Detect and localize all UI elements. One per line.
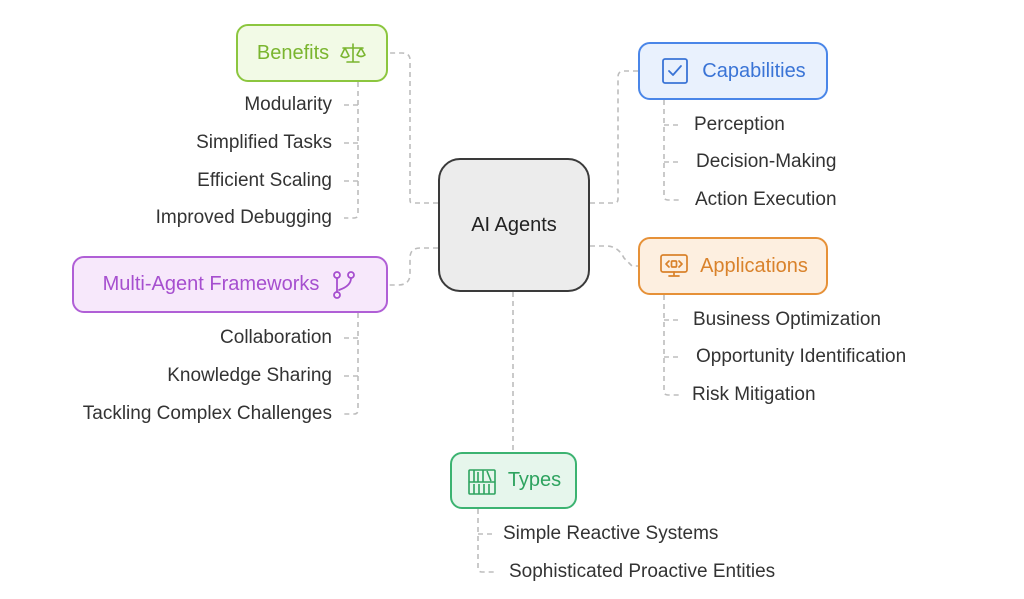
capabilities-item: Perception	[694, 114, 785, 135]
center-node-label: AI Agents	[471, 213, 557, 236]
benefits-item: Efficient Scaling	[197, 170, 332, 191]
applications-title: Applications	[700, 254, 808, 277]
balance-scale-icon	[339, 41, 367, 65]
multi-agent-frameworks-title: Multi-Agent Frameworks	[102, 273, 320, 295]
benefits-item: Modularity	[244, 94, 332, 115]
multi-agent-item: Collaboration	[220, 327, 332, 348]
applications-item: Risk Mitigation	[692, 384, 816, 405]
types-title: Types	[507, 469, 562, 491]
multi-agent-item: Tackling Complex Challenges	[82, 403, 332, 424]
benefits-item: Improved Debugging	[155, 207, 332, 228]
applications-node[interactable]: Applications	[638, 237, 828, 295]
applications-item: Business Optimization	[693, 309, 881, 330]
books-icon	[466, 466, 498, 496]
multi-agent-frameworks-node[interactable]: Multi-Agent Frameworks	[72, 256, 388, 313]
benefits-item: Simplified Tasks	[196, 132, 332, 153]
types-item: Simple Reactive Systems	[503, 523, 719, 544]
center-node[interactable]: AI Agents	[438, 158, 590, 292]
benefits-node[interactable]: Benefits	[236, 24, 388, 82]
checkbox-icon	[660, 56, 690, 86]
capabilities-item: Action Execution	[695, 189, 837, 210]
multi-agent-item: Knowledge Sharing	[167, 365, 332, 386]
applications-item: Opportunity Identification	[696, 346, 907, 367]
capabilities-title: Capabilities	[702, 59, 806, 82]
types-item: Sophisticated Proactive Entities	[509, 561, 776, 582]
types-node[interactable]: Types	[450, 452, 577, 509]
benefits-title: Benefits	[256, 41, 330, 64]
monitor-code-icon	[658, 252, 690, 280]
capabilities-node[interactable]: Capabilities	[638, 42, 828, 100]
capabilities-item: Decision-Making	[696, 151, 837, 172]
git-branch-icon	[331, 270, 357, 300]
